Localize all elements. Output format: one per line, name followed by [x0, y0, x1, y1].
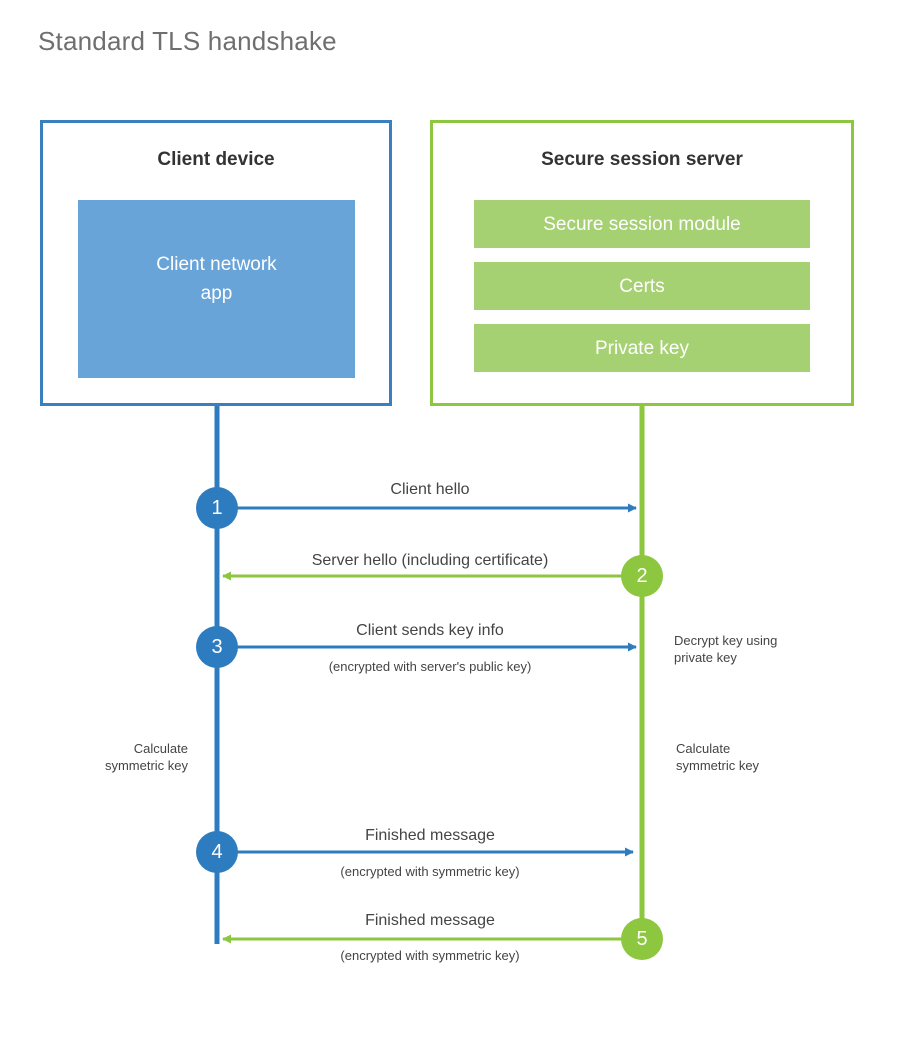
- server-component-certs: Certs: [474, 262, 810, 310]
- step-3-label: Client sends key info: [356, 622, 504, 639]
- step-4-sublabel: (encrypted with symmetric key): [340, 864, 520, 879]
- annotation-decrypt-key: Decrypt key using private key: [674, 632, 864, 666]
- client-network-app-block: Client network app: [78, 200, 355, 378]
- page-title: Standard TLS handshake: [38, 26, 337, 56]
- step-marker-3: 3: [196, 626, 238, 668]
- step-marker-2: 2: [621, 555, 663, 597]
- annotation-decrypt-key-line2: private key: [674, 650, 737, 665]
- client-app-label-line2: app: [200, 283, 233, 304]
- secure-session-server-box: Secure session server Secure session mod…: [430, 120, 854, 406]
- annotation-decrypt-key-line1: Decrypt key using: [674, 633, 778, 648]
- step-4-label: Finished message: [365, 827, 495, 844]
- annotation-client-calculate-symmetric-key: Calculate symmetric key: [30, 740, 188, 774]
- server-component-private-key: Private key: [474, 324, 810, 372]
- step-marker-5: 5: [621, 918, 663, 960]
- annotation-client-calc-line2: symmetric key: [104, 758, 188, 773]
- annotation-server-calc-line1: Calculate: [676, 741, 731, 756]
- server-component-secure-session-module: Secure session module: [474, 200, 810, 248]
- client-device-title: Client device: [157, 149, 275, 170]
- step-2-label: Server hello (including certificate): [311, 552, 549, 569]
- annotation-server-calc-line2: symmetric key: [676, 758, 760, 773]
- client-device-box: Client device Client network app: [40, 120, 392, 406]
- step-5-sublabel: (encrypted with symmetric key): [340, 948, 520, 963]
- annotation-client-calc-line1: Calculate: [133, 741, 188, 756]
- step-marker-4: 4: [196, 831, 238, 873]
- client-network-app-label: Client network app: [78, 250, 355, 308]
- server-component-label: Secure session module: [543, 213, 741, 235]
- step-1-label: Client hello: [390, 481, 470, 498]
- step-5-label: Finished message: [365, 912, 495, 929]
- server-component-label: Certs: [619, 275, 665, 297]
- annotation-server-calculate-symmetric-key: Calculate symmetric key: [676, 740, 866, 774]
- client-app-label-line1: Client network: [156, 254, 277, 275]
- step-3-sublabel: (encrypted with server's public key): [328, 659, 532, 674]
- secure-session-server-title: Secure session server: [541, 149, 743, 170]
- step-marker-1: 1: [196, 487, 238, 529]
- server-component-label: Private key: [595, 337, 689, 359]
